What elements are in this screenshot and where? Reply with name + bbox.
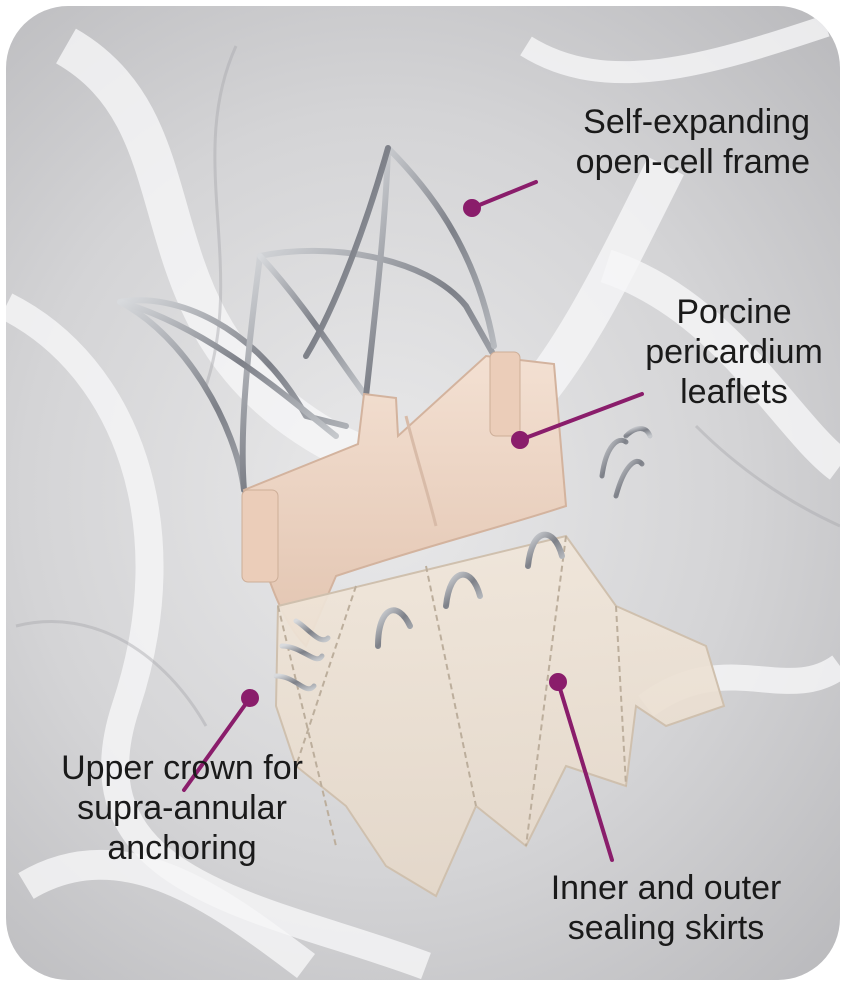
label-pericardium-leaflets: Porcine pericardium leaflets — [626, 292, 840, 412]
callout-line-frame — [472, 182, 536, 208]
label-sealing-skirts: Inner and outer sealing skirts — [506, 868, 826, 948]
label-line: leaflets — [626, 372, 840, 412]
label-line: anchoring — [12, 828, 352, 868]
label-line: Self-expanding — [576, 102, 810, 142]
illustration-panel: Self-expanding open-cell frame Porcine p… — [6, 6, 840, 980]
label-line: Inner and outer — [506, 868, 826, 908]
label-line: open-cell frame — [576, 142, 810, 182]
callout-dot-leaflets — [513, 433, 527, 447]
callout-dot-skirts — [551, 675, 565, 689]
callout-dot-crown — [243, 691, 257, 705]
label-line: Upper crown for — [12, 748, 352, 788]
label-upper-crown: Upper crown for supra-annular anchoring — [12, 748, 352, 868]
label-open-cell-frame: Self-expanding open-cell frame — [576, 102, 810, 182]
label-line: sealing skirts — [506, 908, 826, 948]
callout-dot-frame — [465, 201, 479, 215]
label-line: pericardium — [626, 332, 840, 372]
label-line: Porcine — [626, 292, 840, 332]
label-line: supra-annular — [12, 788, 352, 828]
